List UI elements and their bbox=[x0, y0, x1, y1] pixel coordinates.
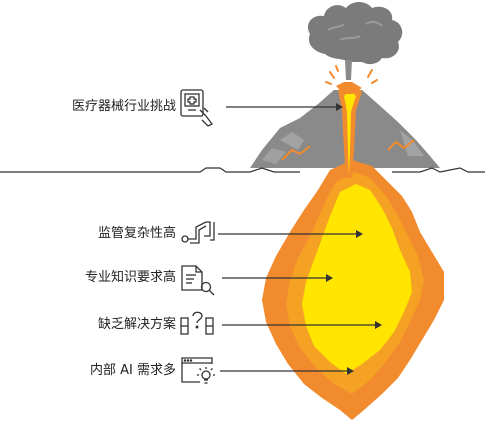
label-industry-challenges: 医疗器械行业挑战 bbox=[71, 99, 176, 114]
label-regulatory-complexity: 监管复杂性高 bbox=[97, 226, 176, 241]
tablet-medical-hand-icon bbox=[180, 89, 213, 127]
tangled-pipe-icon bbox=[181, 221, 215, 244]
arrow-solutions bbox=[222, 321, 382, 329]
connector-arrows bbox=[218, 103, 382, 375]
lava-conduit bbox=[336, 82, 362, 178]
iceberg-core bbox=[302, 184, 412, 374]
ground-line bbox=[0, 167, 485, 173]
arrow-internal-ai bbox=[220, 367, 354, 375]
arrow-expertise bbox=[222, 274, 333, 282]
label-expertise-required: 专业知识要求高 bbox=[84, 270, 176, 285]
lava-sparks bbox=[325, 65, 378, 85]
question-between-bars-icon bbox=[180, 311, 214, 335]
label-lack-of-solutions: 缺乏解决方案 bbox=[97, 317, 176, 332]
arrow-regulation bbox=[218, 230, 363, 238]
browser-lightbulb-icon bbox=[181, 357, 215, 384]
label-internal-ai-demand: 内部 AI 需求多 bbox=[90, 363, 176, 378]
arrow-challenges bbox=[226, 103, 343, 111]
smoke-cloud bbox=[307, 2, 403, 80]
document-search-icon bbox=[181, 265, 215, 296]
